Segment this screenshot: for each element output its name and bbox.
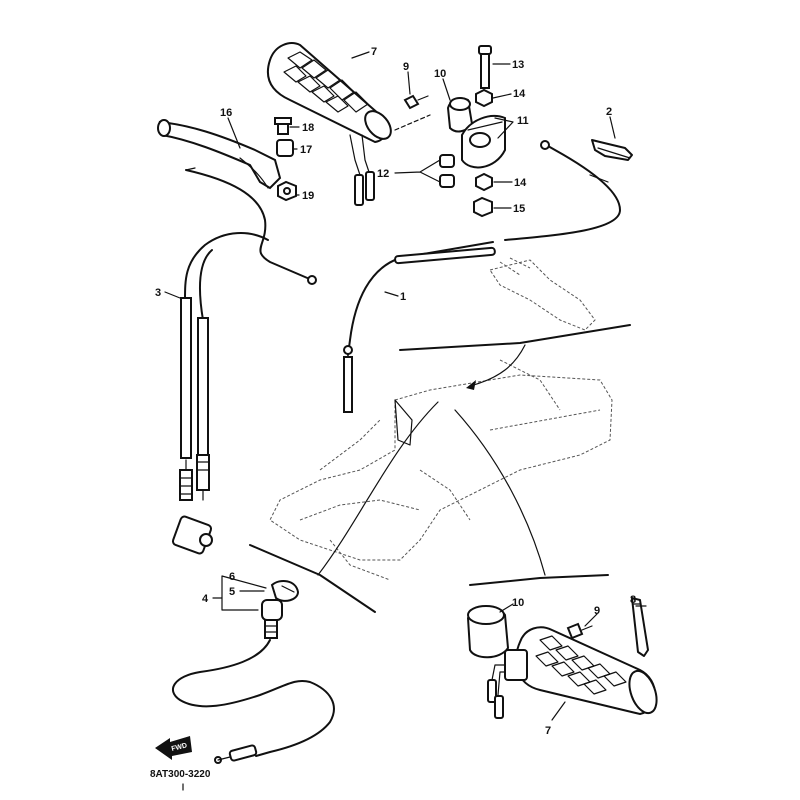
callout-1: 1 — [400, 291, 406, 303]
callout-18: 18 — [302, 122, 314, 134]
callout-13: 13 — [512, 59, 524, 71]
callout-7-top: 7 — [371, 46, 377, 58]
callout-10-bottom: 10 — [512, 597, 524, 609]
bolt-13 — [478, 45, 492, 89]
brake-cable — [171, 169, 317, 555]
leader-dash — [394, 114, 431, 131]
clip-8 — [631, 597, 649, 657]
collar-10-top — [446, 97, 474, 133]
callout-labels: 1 2 3 4 5 6 7 7 8 9 9 10 10 11 12 13 14 … — [155, 46, 636, 737]
collar-10-bottom — [466, 605, 510, 659]
nut-15 — [473, 196, 493, 218]
screw-9-top — [403, 94, 429, 110]
washer-14-top — [475, 88, 493, 108]
forward-marker-label: FWD — [171, 742, 188, 753]
throttle-housing-11 — [461, 115, 506, 169]
callout-12: 12 — [377, 168, 389, 180]
callout-6: 6 — [229, 571, 235, 583]
clip-2 — [591, 139, 633, 161]
callout-9-top: 9 — [403, 61, 409, 73]
switch-body-5 — [261, 599, 283, 639]
lever-nut-19 — [277, 180, 297, 202]
callout-16: 16 — [220, 107, 232, 119]
washer-14-mid — [475, 172, 493, 192]
callout-15: 15 — [513, 203, 525, 215]
callout-2: 2 — [606, 106, 612, 118]
callout-10-top: 10 — [434, 68, 446, 80]
throttle-cable — [343, 140, 621, 413]
switch-wire — [172, 639, 335, 764]
grip-top — [266, 42, 392, 206]
ghost-handlebar-bracket — [489, 257, 596, 331]
forward-arrow-icon: FWD — [155, 736, 192, 760]
section-dividers — [249, 324, 631, 613]
callout-7-bottom: 7 — [545, 725, 551, 737]
callout-5: 5 — [229, 586, 235, 598]
callout-3: 3 — [155, 287, 161, 299]
callout-11: 11 — [517, 115, 529, 127]
callout-8: 8 — [630, 594, 636, 606]
grip-bottom — [487, 626, 658, 719]
callout-19: 19 — [302, 190, 314, 202]
callout-14-mid: 14 — [514, 177, 527, 189]
switch-knob-6 — [270, 579, 300, 602]
drawing-code: 8AT300-3220 — [150, 769, 211, 780]
screw-9-bottom — [566, 622, 593, 640]
bushings-12 — [439, 154, 455, 188]
callout-4: 4 — [202, 593, 209, 605]
callout-14-top: 14 — [513, 88, 526, 100]
callout-17: 17 — [300, 144, 312, 156]
callout-9-bottom: 9 — [594, 605, 600, 617]
vehicle-body-outline — [269, 359, 613, 581]
brake-lever — [157, 119, 282, 190]
lever-collar-17 — [276, 139, 294, 157]
lever-bolt-18 — [274, 117, 292, 135]
callout-leaders — [164, 51, 641, 721]
